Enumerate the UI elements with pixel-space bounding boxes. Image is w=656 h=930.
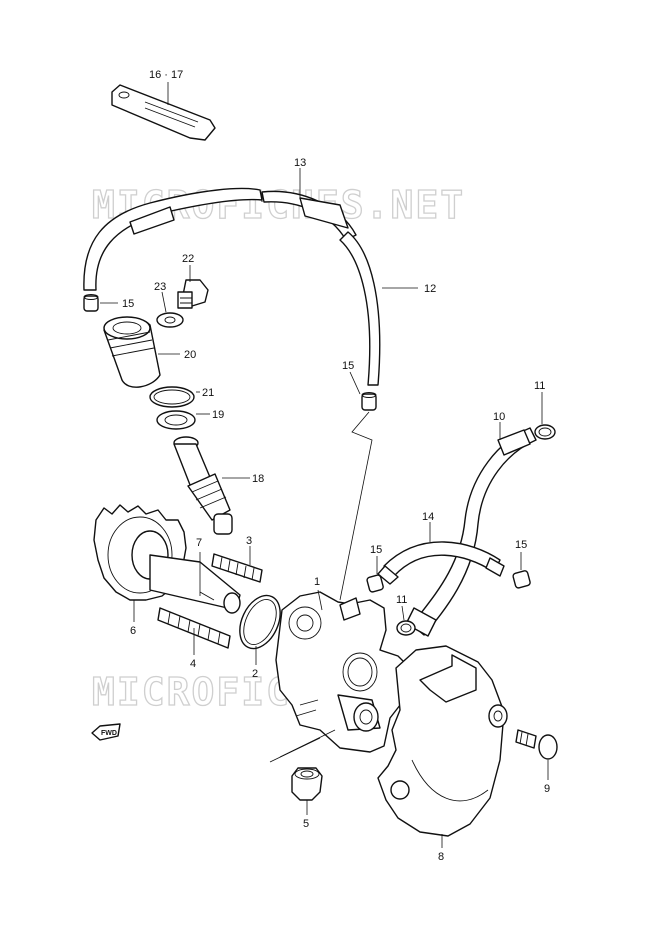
callout-7: 7: [196, 537, 202, 549]
cover-8: [377, 645, 508, 837]
clip-15-mid: [361, 392, 377, 411]
clip-15-left: [83, 294, 99, 312]
callout-15-right-mid: 15: [370, 544, 382, 556]
callout-11-lower: 11: [396, 594, 407, 606]
fwd-label: FWD: [101, 730, 117, 737]
pump-body-1: [269, 591, 411, 763]
callout-15-mid: 15: [342, 360, 354, 372]
callout-5: 5: [303, 818, 309, 830]
callout-3: 3: [246, 535, 252, 547]
clip-11-lower: [396, 620, 416, 636]
leader-15-mid: [349, 371, 361, 395]
break-line: [339, 411, 373, 601]
clip-11-top: [534, 424, 556, 440]
part-bracket-16-17: [111, 84, 216, 141]
hose-10: [405, 427, 537, 637]
callout-1: 1: [314, 576, 320, 588]
clip-15-right-mid: [366, 574, 384, 593]
washer-23: [156, 312, 184, 328]
shaft-7: [149, 554, 241, 614]
callout-11-top: 11: [534, 380, 545, 392]
bolt-9: [515, 729, 558, 760]
hose-12: [339, 231, 381, 386]
callout-22: 22: [182, 253, 194, 265]
callout-15-left: 15: [122, 298, 134, 310]
leader-1: [317, 589, 323, 611]
callout-19: 19: [212, 409, 224, 421]
housing-20: [103, 316, 161, 388]
stud-3: [211, 553, 263, 583]
fwd-arrow-icon: FWD: [91, 723, 121, 741]
callout-12: 12: [424, 283, 436, 295]
callout-8: 8: [438, 851, 444, 863]
callout-15-far-right: 15: [515, 539, 527, 551]
shaft-18: [173, 436, 233, 535]
callout-20: 20: [184, 349, 196, 361]
callout-9: 9: [544, 783, 550, 795]
leader-11-lower: [401, 605, 405, 621]
callout-4: 4: [190, 658, 196, 670]
callout-6: 6: [130, 625, 136, 637]
callout-14: 14: [422, 511, 434, 523]
leader-23: [161, 291, 167, 313]
callout-21: 21: [202, 387, 214, 399]
callout-10: 10: [493, 411, 505, 423]
clip-15-far-right: [512, 570, 531, 589]
hose-14: [377, 541, 505, 585]
callout-23: 23: [154, 281, 166, 293]
callout-labels: 16 · 17 13 12 22 23 15 20 15 21 19 11 10…: [122, 69, 550, 863]
callout-2: 2: [252, 668, 258, 680]
oring-2: [239, 594, 281, 650]
callout-16-17: 16 · 17: [149, 69, 183, 81]
washer-19: [156, 410, 196, 430]
hose-13: [83, 187, 357, 291]
bolt-22: [177, 279, 209, 309]
callout-18: 18: [252, 473, 264, 485]
oring-21: [149, 386, 195, 408]
callout-13: 13: [294, 157, 306, 169]
cap-5: [291, 767, 323, 801]
